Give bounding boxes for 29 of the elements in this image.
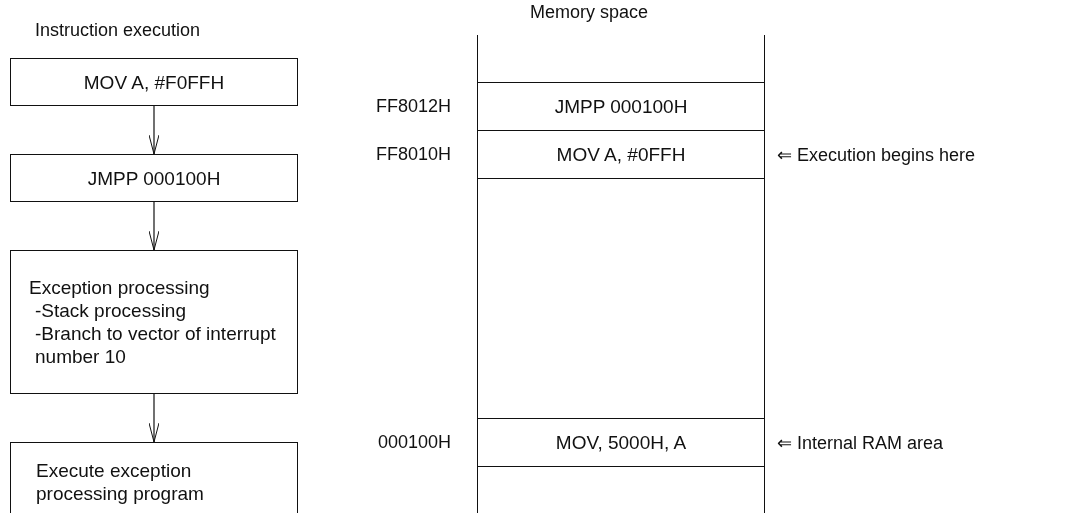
address-label: FF8012H — [375, 95, 451, 117]
address-label: 000100H — [377, 431, 451, 453]
box-text: JMPP 000100H — [86, 166, 222, 190]
memory-region — [477, 178, 765, 419]
memory-cell — [477, 130, 765, 179]
process-box — [10, 442, 298, 513]
memory-region — [477, 35, 765, 83]
memory-cell — [477, 82, 765, 131]
address-label: FF8010H — [375, 143, 451, 165]
column-heading: Instruction execution — [35, 20, 201, 41]
arrow — [148, 105, 160, 155]
process-box — [10, 154, 298, 202]
box-text: MOV A, #F0FFH — [82, 70, 226, 94]
box-heading: Exception processing — [29, 276, 211, 299]
box-text: -Stack processing — [34, 299, 187, 322]
arrow — [148, 393, 160, 443]
box-text: MOV, 5000H, A — [554, 431, 688, 454]
process-box — [10, 250, 298, 394]
column-heading: Memory space — [530, 2, 649, 23]
box-text: MOV A, #0FFH — [555, 143, 687, 166]
box-text: Execute exception processing program — [36, 459, 205, 505]
box-text: -Branch to vector of interrupt number 10 — [34, 322, 277, 368]
process-box — [10, 58, 298, 106]
arrow — [148, 201, 160, 251]
note-text: ⇐ Internal RAM area — [777, 431, 944, 454]
note-text: ⇐ Execution begins here — [777, 143, 976, 166]
memory-region — [477, 466, 765, 513]
box-text: JMPP 000100H — [553, 95, 689, 118]
memory-cell — [477, 418, 765, 467]
